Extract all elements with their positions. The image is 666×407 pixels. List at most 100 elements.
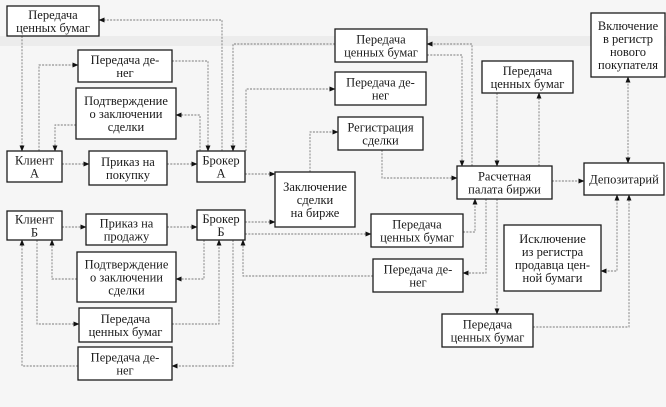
connector-client-a-to-money-top-left — [38, 62, 79, 151]
connector-broker-b-to-money-bottom-left — [171, 240, 234, 369]
box-label-line: Передача — [101, 312, 151, 326]
box-label-line: нег — [116, 66, 133, 80]
box-label-line: о заключении — [90, 270, 163, 284]
box-label-line: сделки — [362, 133, 399, 147]
box-frame — [370, 213, 464, 248]
connector-confirm-bottom-to-client-b — [49, 239, 77, 280]
box-label-line: Включение — [598, 19, 659, 33]
box-label-line: Передача — [503, 64, 553, 78]
box-frame — [196, 209, 246, 241]
box-frame — [77, 49, 173, 83]
connector-broker-a-to-money-top-mid — [245, 86, 336, 151]
box-frame — [441, 313, 534, 348]
connector-securities-bottom-right-to-depository — [533, 194, 632, 328]
box-label-line: Клиент — [15, 153, 55, 167]
box-label-line: о заключении — [90, 107, 163, 121]
box-label-line: нег — [116, 363, 133, 377]
box-frame — [6, 5, 100, 37]
box-frame — [503, 224, 602, 292]
box-frame — [274, 171, 356, 228]
box-label-line: Приказ на — [101, 155, 155, 169]
box-frame — [481, 60, 574, 94]
box-label-line: на бирже — [291, 206, 340, 220]
box-label-line: Регистрация — [347, 120, 413, 134]
connector-money-top-left-to-broker-a — [172, 60, 211, 152]
box-label-line: Расчетная — [478, 169, 531, 183]
box-label-line: ценных бумаг — [491, 77, 565, 91]
box-frame — [75, 87, 177, 140]
scan-band — [0, 36, 666, 46]
connector-broker-b-to-confirm-bottom — [175, 240, 205, 282]
box-label-line: Передача де- — [384, 262, 453, 276]
box-label-line: Клиент — [15, 212, 55, 226]
box-label-line: покупку — [106, 168, 151, 182]
box-label-line: Подтверждение — [84, 94, 168, 108]
box-label-line: Передача де- — [91, 53, 160, 67]
box-label-line: А — [216, 166, 225, 180]
connector-securities-top-mid-to-clearing — [427, 54, 465, 167]
box-label-line: Депозитарий — [589, 172, 659, 186]
box-frame — [334, 71, 427, 106]
box-frame — [78, 307, 173, 343]
connector-clearing-to-money-mid — [462, 199, 487, 276]
box-label-line: нег — [372, 88, 389, 102]
connector-securities-mid-to-clearing — [463, 198, 478, 233]
connector-money-mid-to-broker-b — [240, 239, 373, 277]
connector-exclude-register-to-depository — [600, 194, 620, 274]
box-money-top-mid: Передача де-нег — [334, 71, 427, 106]
connector-confirm-top-to-client-a — [52, 124, 76, 152]
connectors — [19, 17, 632, 369]
box-label-line: ценных бумаг — [380, 230, 454, 244]
box-label-line: Передача — [392, 217, 442, 231]
box-label-line: сделки — [108, 120, 145, 134]
box-frame — [334, 28, 428, 63]
box-label-line: Заключение — [283, 180, 347, 194]
box-label-line: сделки — [108, 283, 145, 297]
box-label-line: Б — [31, 225, 38, 239]
box-depository: Депозитарий — [583, 162, 665, 196]
box-label-line: Б — [217, 225, 224, 239]
box-frame — [85, 213, 168, 246]
box-label-line: покупателя — [598, 58, 658, 72]
box-money-mid: Передача де-нег — [372, 258, 464, 293]
box-frame — [456, 165, 553, 200]
box-label-line: Подтверждение — [85, 257, 169, 271]
box-money-bottom-left: Передача де-нег — [77, 346, 173, 381]
box-label-line: Брокер — [202, 153, 239, 167]
box-label-line: Передача де- — [91, 350, 160, 364]
box-label-line: продажу — [104, 229, 150, 243]
box-label-line: нового — [610, 45, 646, 59]
box-label-line: Передача — [463, 317, 513, 331]
box-label-line: ценных бумаг — [451, 330, 525, 344]
connector-securities-bottom-left-to-broker-b — [172, 239, 222, 325]
box-frame — [337, 116, 424, 151]
connector-money-bottom-left-to-client-b — [19, 239, 78, 367]
box-frame — [196, 150, 246, 183]
box-frame — [372, 258, 464, 293]
box-label-line: Передача — [356, 32, 406, 46]
box-frame — [583, 162, 665, 196]
connector-deal-to-registration — [309, 129, 339, 172]
box-frame — [6, 150, 63, 183]
box-label-line: ценных бумаг — [89, 325, 163, 339]
box-label-line: сделки — [297, 193, 334, 207]
connector-securities-top-mid-to-broker-a — [230, 43, 335, 152]
box-label-line: в регистр — [603, 32, 653, 46]
connector-broker-a-to-securities-top-left — [98, 17, 223, 151]
box-label-line: А — [30, 166, 39, 180]
box-money-top-left: Передача де-нег — [77, 49, 173, 83]
